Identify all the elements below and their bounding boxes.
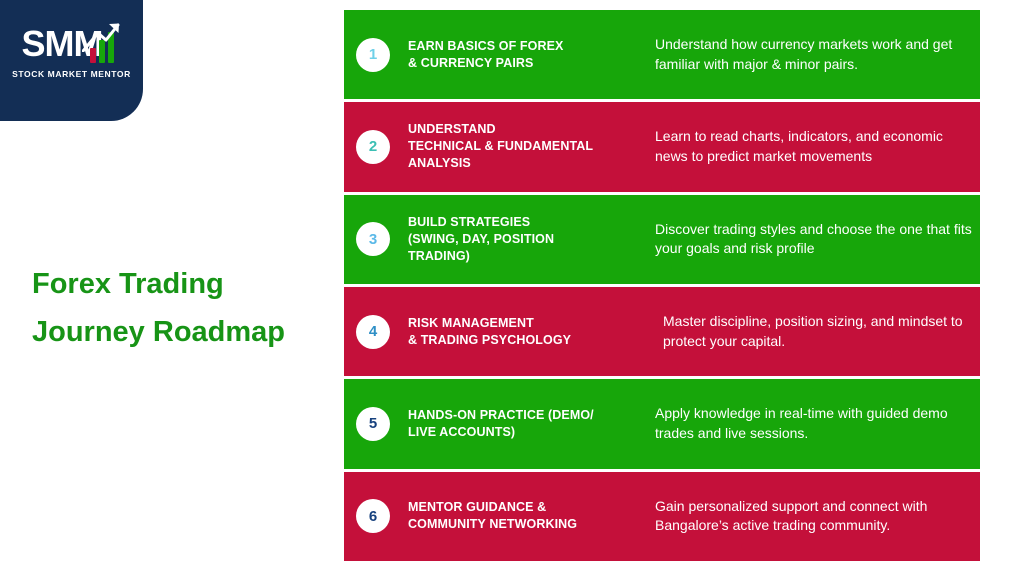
- step-number-badge: 3: [356, 222, 390, 257]
- brand-panel: SMM STOCK MARKET MENTOR: [0, 0, 143, 121]
- roadmap-list: 1 EARN BASICS OF FOREX & CURRENCY PAIRS …: [344, 10, 980, 561]
- page-title: Forex Trading Journey Roadmap: [32, 260, 332, 356]
- step-number-badge: 6: [356, 499, 390, 534]
- roadmap-step-4[interactable]: 4 RISK MANAGEMENT & TRADING PSYCHOLOGY M…: [344, 286, 980, 377]
- roadmap-step-5[interactable]: 5 HANDS-ON PRACTICE (DEMO/ LIVE ACCOUNTS…: [344, 379, 980, 469]
- step-title: HANDS-ON PRACTICE (DEMO/ LIVE ACCOUNTS): [408, 407, 594, 439]
- step-title: BUILD STRATEGIES (SWING, DAY, POSITION T…: [408, 214, 555, 263]
- step-description: Gain personalized support and connect wi…: [655, 497, 928, 534]
- page-title-line1: Forex Trading: [32, 268, 224, 300]
- step-description: Learn to read charts, indicators, and ec…: [655, 128, 943, 164]
- roadmap-step-3[interactable]: 3 BUILD STRATEGIES (SWING, DAY, POSITION…: [344, 194, 980, 284]
- logo-bar-green-mid-icon: [98, 40, 105, 63]
- logo: SMM STOCK MARKET MENTOR: [0, 22, 143, 79]
- step-title: RISK MANAGEMENT & TRADING PSYCHOLOGY: [408, 315, 572, 347]
- step-number-badge: 5: [356, 406, 390, 441]
- step-number-badge: 2: [356, 129, 390, 164]
- step-title: UNDERSTAND TECHNICAL & FUNDAMENTAL ANALY…: [408, 122, 594, 171]
- step-description: Master discipline, position sizing, and …: [663, 313, 963, 349]
- step-title: EARN BASICS OF FOREX & CURRENCY PAIRS: [408, 38, 564, 70]
- step-description: Discover trading styles and choose the o…: [655, 220, 972, 257]
- step-description: Understand how currency markets work and…: [655, 36, 953, 72]
- roadmap-step-2[interactable]: 2 UNDERSTAND TECHNICAL & FUNDAMENTAL ANA…: [344, 102, 980, 192]
- page-title-line2: Journey Roadmap: [32, 316, 285, 348]
- step-number-badge: 1: [356, 37, 390, 72]
- step-title: MENTOR GUIDANCE & COMMUNITY NETWORKING: [408, 500, 578, 532]
- logo-uptrend-arrow-icon: [81, 23, 119, 52]
- logo-tagline: STOCK MARKET MENTOR: [12, 69, 131, 79]
- step-number-badge: 4: [356, 314, 390, 349]
- roadmap-step-1[interactable]: 1 EARN BASICS OF FOREX & CURRENCY PAIRS …: [344, 10, 980, 100]
- step-description: Apply knowledge in real-time with guided…: [655, 405, 948, 441]
- logo-bar-green-tall-icon: [107, 32, 114, 63]
- logo-mark: SMM: [20, 22, 124, 66]
- logo-bar-red-icon: [89, 48, 96, 63]
- roadmap-step-6[interactable]: 6 MENTOR GUIDANCE & COMMUNITY NETWORKING…: [344, 471, 980, 561]
